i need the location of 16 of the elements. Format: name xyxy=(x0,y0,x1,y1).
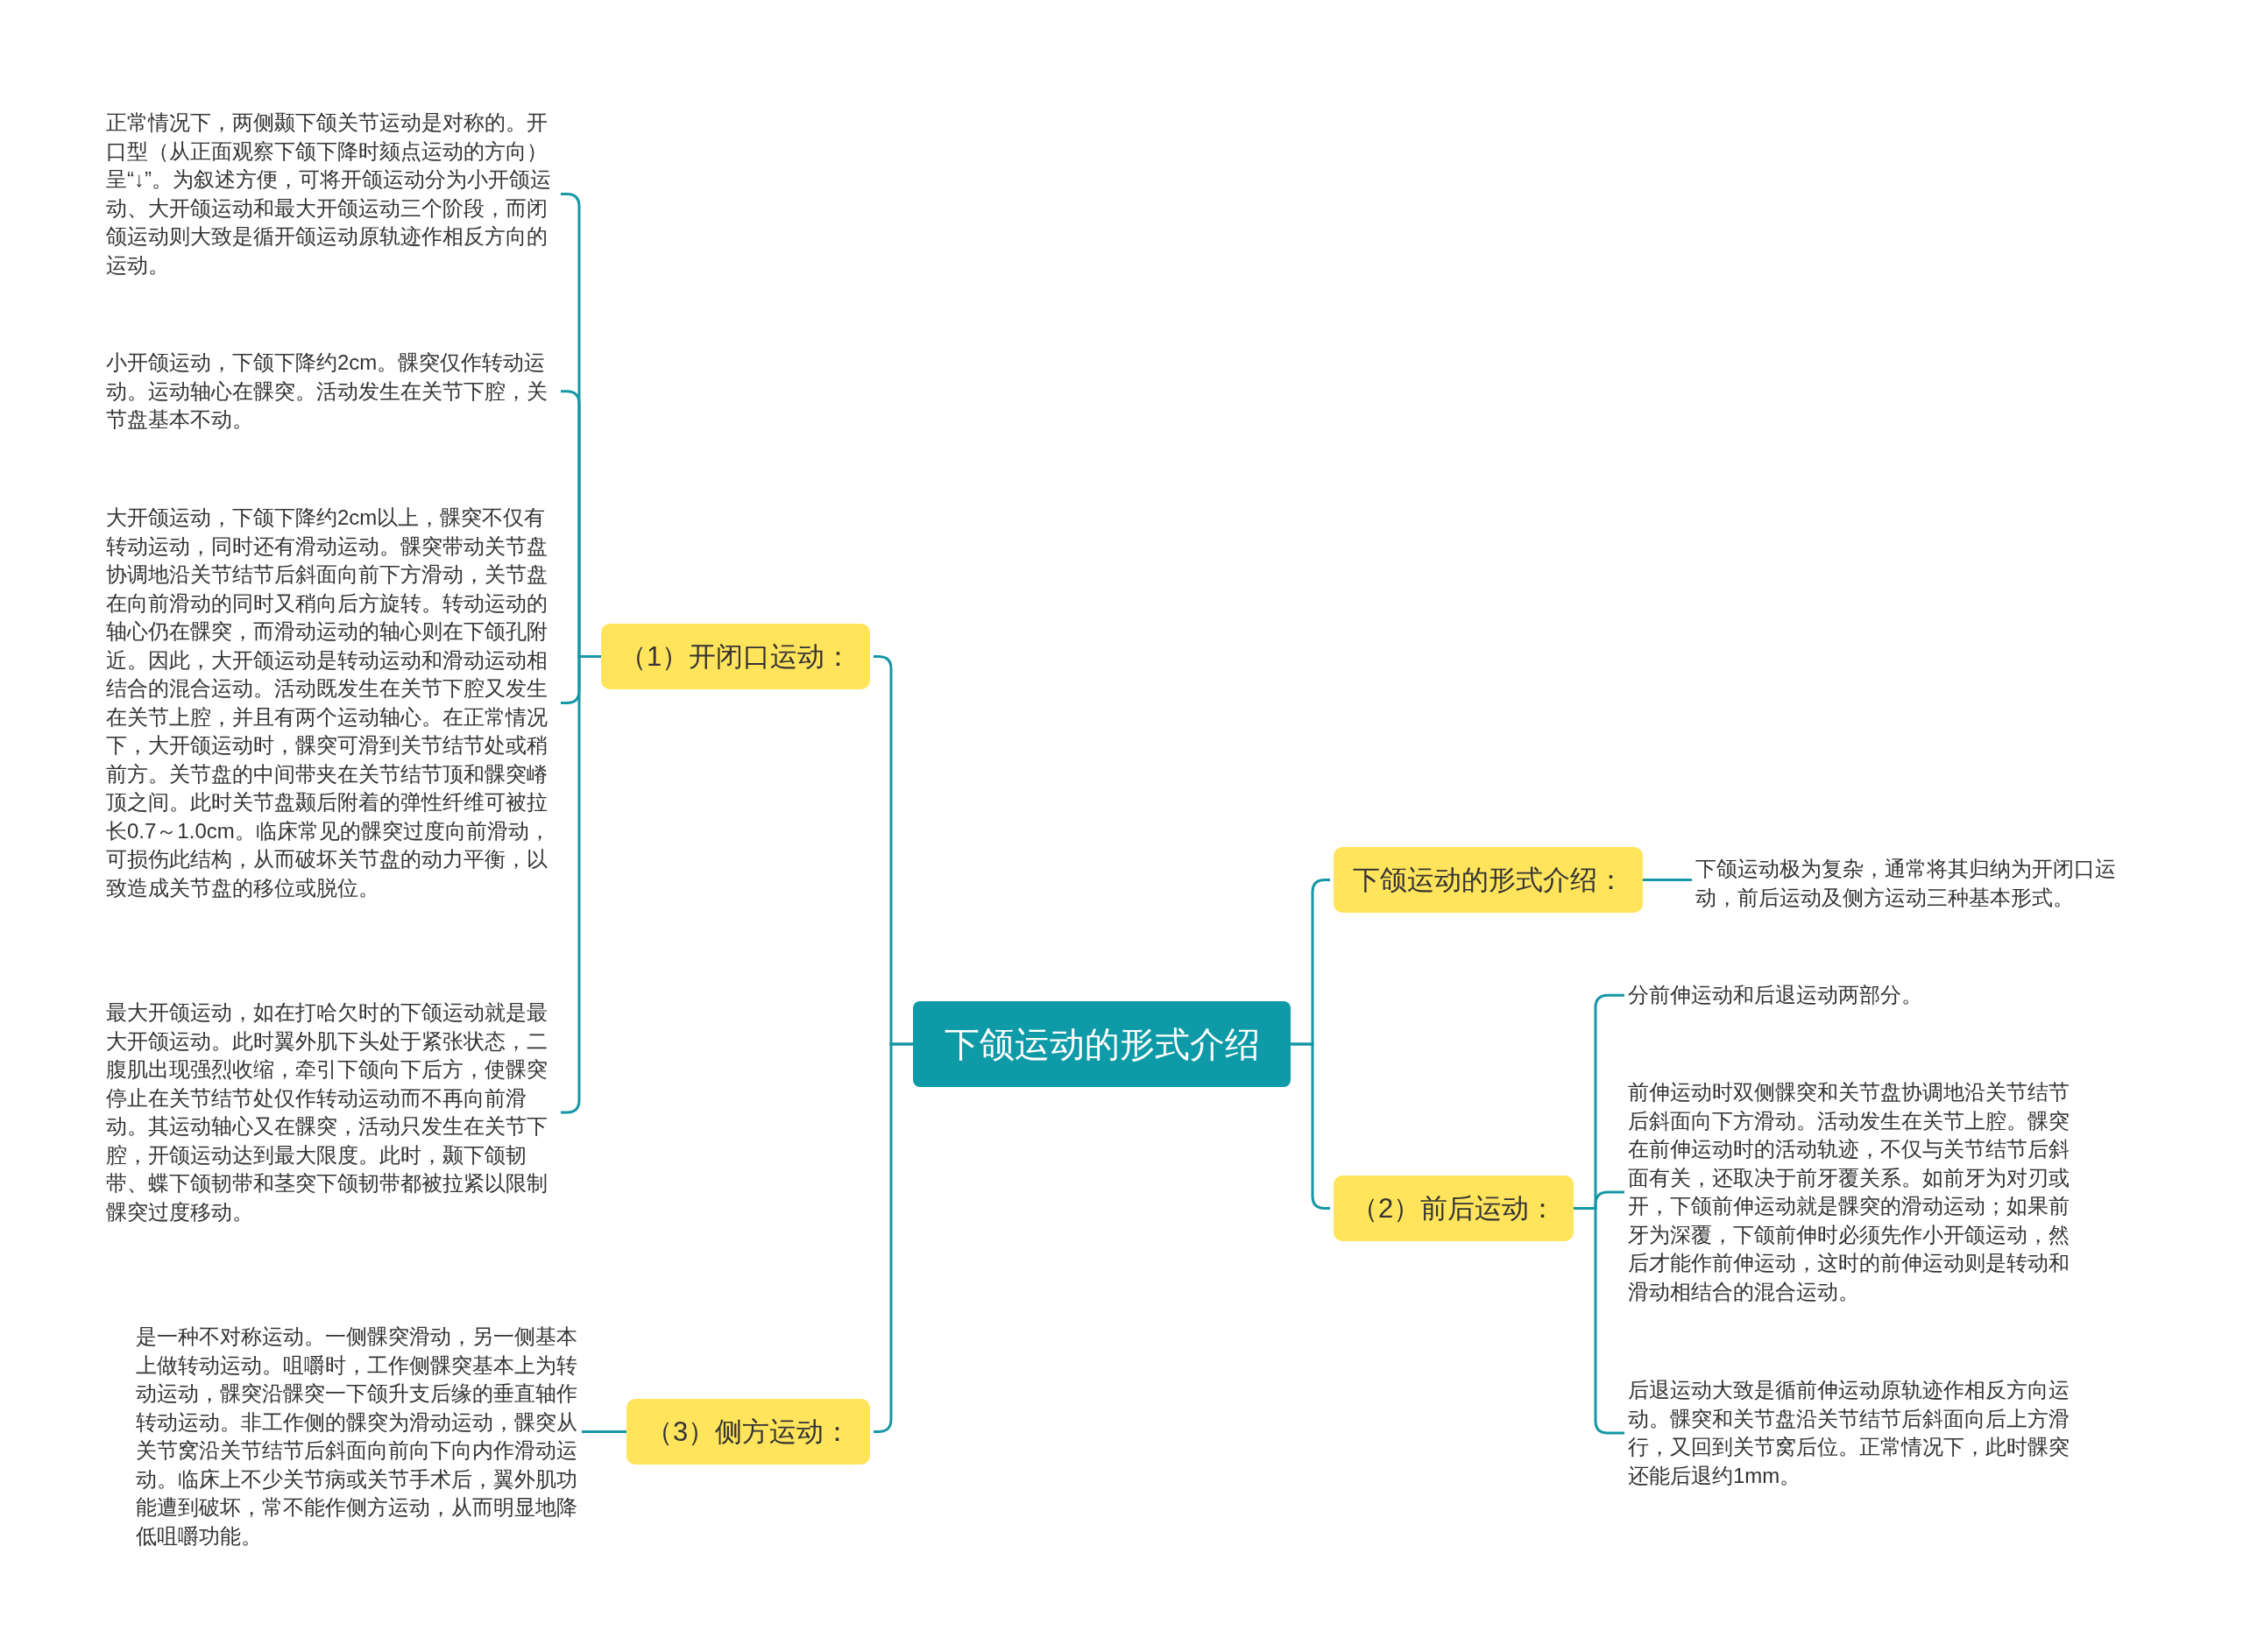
note-text: 大开颌运动，下颌下降约2cm以上，髁突不仅有转动运动，同时还有滑动运动。髁突带动关节盘协调地沿关节结节后斜面向前下方滑动，关节盘在向前滑动的同时又稍向后方旋转。转动运动的轴心仍在髁突，而滑动运动的轴心则在下颌孔附近。因此，大开颌运动是转动运动和滑动运动相结合的混合运动。活动既发生在关节下腔又发生在关节上腔，并且有两个运动轴心。在正常情况下，大开颌运动时，髁突可滑到关节结节处或稍前方。关节盘的中间带夹在关节结节顶和髁突嵴顶之间。此时关节盘颞后附着的弹性纤维可被拉长0.7～1.0cm。临床常见的髁突过度向前滑动，可损伤此结构，从而破坏关节盘的动力平衡，以致造成关节盘的移位或脱位。 xyxy=(106,504,557,902)
note-text: 分前伸运动和后退运动两部分。 xyxy=(1628,981,2079,1010)
topic-box: 下颌运动的形式介绍： xyxy=(1334,847,1643,913)
connector-line xyxy=(582,1430,626,1433)
topic-box: （3）侧方运动： xyxy=(626,1399,870,1465)
note-text: 前伸运动时双侧髁突和关节盘协调地沿关节结节后斜面向下方滑动。活动发生在关节上腔。髁突在前伸运动时的活动轨迹，不仅与关节结节后斜面有关，还取决于前牙覆关系。如前牙为对刃或开，下颌前伸运动就是髁突的滑动运动；如果前牙为深覆，下颌前伸时必须先作小开颌运动，然后才能作前伸运动，这时的前伸运动则是转动和滑动相结合的混合运动。 xyxy=(1628,1078,2079,1306)
note-text: 正常情况下，两侧颞下颌关节运动是对称的。开口型（从正面观察下颌下降时颏点运动的方向）呈“↓”。为叙述方便，可将开颌运动分为小开颌运动、大开颌运动和最大开颌运动三个阶段，而闭颌运动则大致是循开颌运动原轨迹作相反方向的运动。 xyxy=(106,109,557,279)
topic-box: （1）开闭口运动： xyxy=(601,624,870,689)
note-text: 是一种不对称运动。一侧髁突滑动，另一侧基本上做转动运动。咀嚼时，工作侧髁突基本上为转动运动，髁突沿髁突一下颌升支后缘的垂直轴作转动运动。非工作侧的髁突为滑动运动，髁突从关节窝沿关节结节后斜面向前向下向内作滑动运动。临床上不少关节病或关节手术后，翼外肌功能遭到破坏，常不能作侧方运动，从而明显地降低咀嚼功能。 xyxy=(136,1323,578,1550)
note-text: 后退运动大致是循前伸运动原轨迹作相反方向运动。髁突和关节盘沿关节结节后斜面向后上方滑行，又回到关节窝后位。正常情况下，此时髁突还能后退约1mm。 xyxy=(1628,1376,2079,1490)
central-topic: 下颌运动的形式介绍 xyxy=(913,1001,1291,1087)
note-text: 小开颌运动，下颌下降约2cm。髁突仅作转动运动。运动轴心在髁突。活动发生在关节下腔，关节盘基本不动。 xyxy=(106,349,557,434)
note-text: 下颌运动极为复杂，通常将其归纳为开闭口运动，前后运动及侧方运动三种基本形式。 xyxy=(1695,855,2155,912)
connector-line xyxy=(1643,879,1692,881)
topic-box: （2）前后运动： xyxy=(1334,1175,1574,1241)
note-text: 最大开颌运动，如在打哈欠时的下颌运动就是最大开颌运动。此时翼外肌下头处于紧张状态，二腹肌出现强烈收缩，牵引下颌向下后方，使髁突停止在关节结节处仅作转动运动而不再向前滑动。其运动轴心又在髁突，活动只发生在关节下腔，开颌运动达到最大限度。此时，颞下颌韧带、蝶下颌韧带和茎突下颌韧带都被拉紧以限制髁突过度移动。 xyxy=(106,999,557,1226)
